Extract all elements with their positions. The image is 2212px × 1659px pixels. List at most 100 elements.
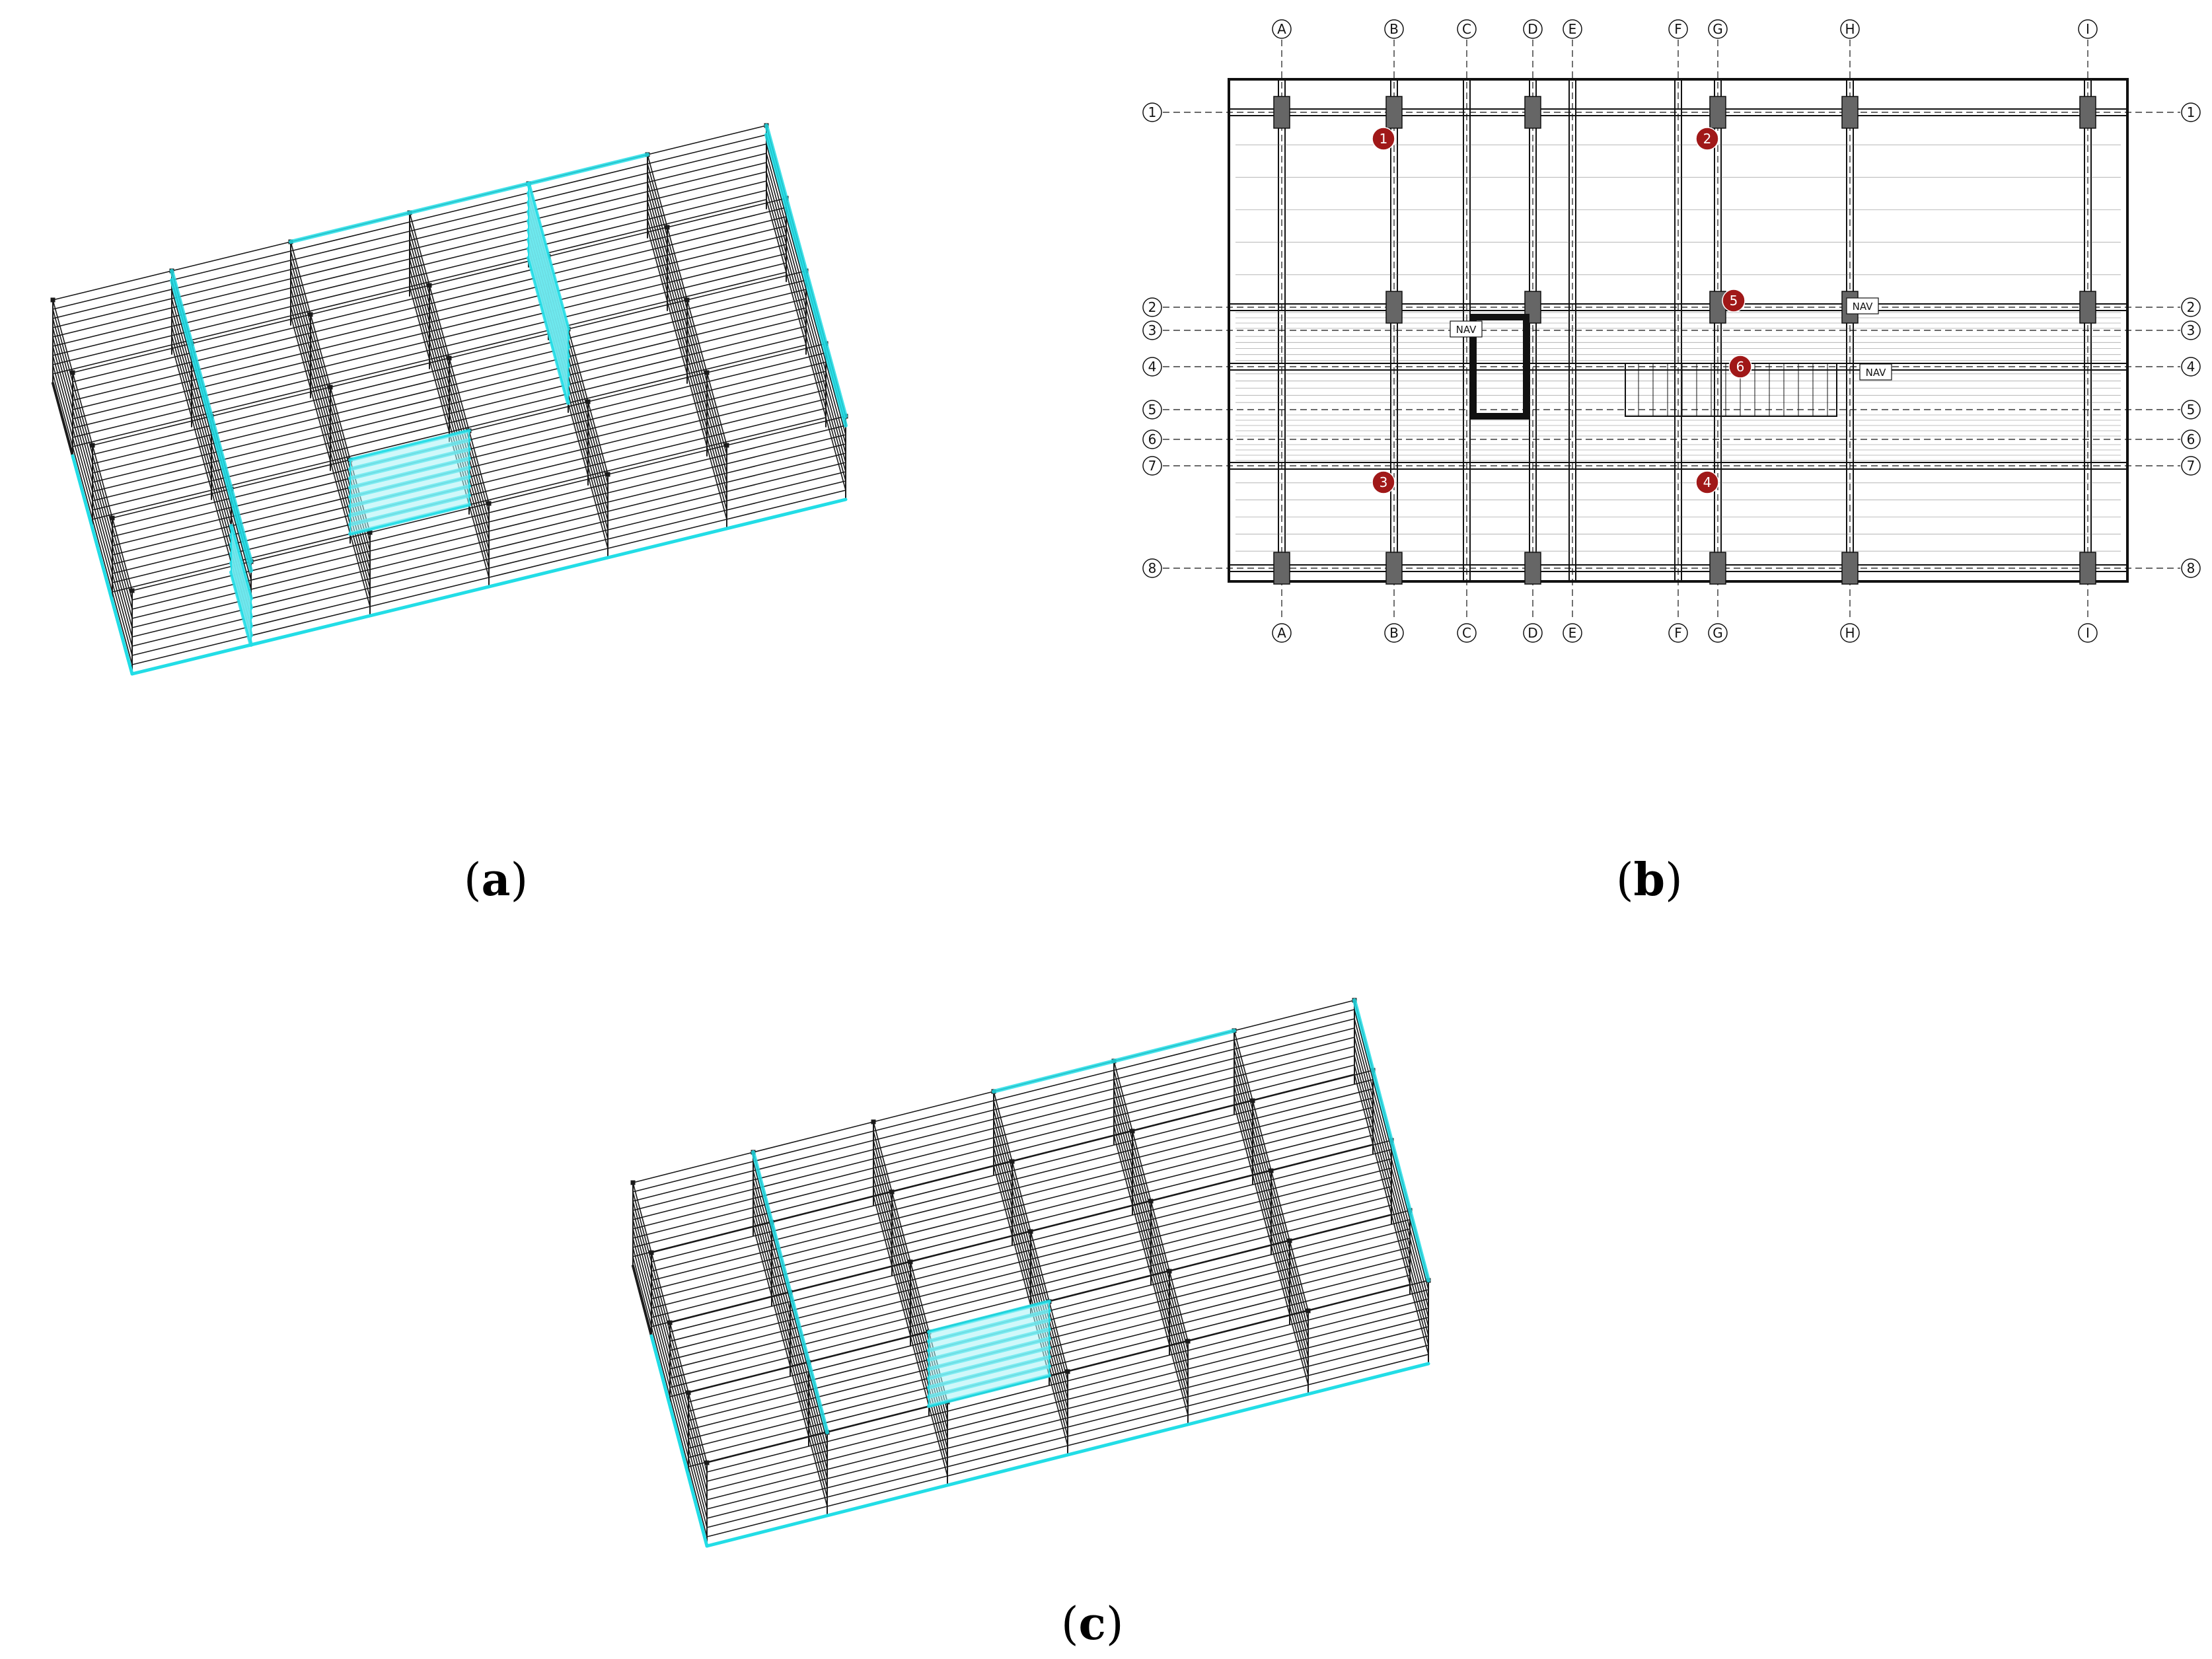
beam-line-x xyxy=(827,1466,948,1498)
beam-line-x xyxy=(686,279,807,310)
beam-line-x xyxy=(92,480,212,511)
beam-line-x xyxy=(1049,1289,1170,1321)
beam-line-x xyxy=(910,1277,1031,1309)
beam-line-y xyxy=(171,326,192,400)
grid-label-column: E xyxy=(1568,625,1577,641)
beam-line-y xyxy=(587,457,608,531)
beam-line-x xyxy=(1030,1200,1152,1232)
beam-line-y xyxy=(468,486,490,560)
grid-bubble-column xyxy=(1708,623,1728,643)
beam-line-y xyxy=(587,420,608,494)
beam-line-y xyxy=(409,258,430,332)
beam-line-y xyxy=(910,1280,930,1351)
beam-line-x xyxy=(790,1298,911,1330)
beam-line-x xyxy=(468,429,589,459)
beam-line-x xyxy=(771,1219,893,1251)
beam-line-x xyxy=(1308,1298,1429,1330)
beam-line-y xyxy=(651,1280,671,1351)
node-dot xyxy=(110,515,115,521)
grid-bubble-row xyxy=(1142,102,1162,122)
beam-line-x xyxy=(873,1156,994,1187)
grid-label-row: 1 xyxy=(2187,104,2195,120)
nav-label-box xyxy=(1846,297,1879,314)
beam-line-x xyxy=(1289,1237,1411,1269)
beam-line-x xyxy=(790,1317,911,1348)
beam-line-y xyxy=(706,409,727,483)
beam-line-x xyxy=(753,1130,874,1162)
beam-line-x xyxy=(528,209,648,240)
beam-line-x xyxy=(1169,1259,1290,1290)
beam-line-x xyxy=(706,1450,828,1482)
grid-bubble-row xyxy=(2181,558,2201,578)
beam-line-y xyxy=(766,143,787,217)
beam-line-x xyxy=(52,335,172,365)
beam-line-x xyxy=(651,1240,772,1272)
beam-line-y xyxy=(1252,1128,1272,1199)
marker-circle xyxy=(1728,355,1752,379)
beam-line-x xyxy=(568,327,688,357)
beam-line-x xyxy=(1150,1207,1272,1239)
beam-line-x xyxy=(231,487,351,517)
beam-line-x xyxy=(688,1426,809,1458)
beam-line-x xyxy=(790,1271,911,1302)
beam-line-x xyxy=(548,227,668,257)
beam-line-x xyxy=(250,569,371,599)
beam-line-x xyxy=(873,1137,994,1169)
beam-line-y xyxy=(72,418,93,492)
beam-line-y xyxy=(647,191,668,265)
beam-line-x xyxy=(1067,1368,1189,1400)
beam-line-x xyxy=(330,404,450,434)
beam-line-x xyxy=(1049,1317,1170,1348)
beam-line-x xyxy=(726,443,846,474)
beam-line-x xyxy=(72,398,192,429)
node-dot xyxy=(328,385,333,390)
beam-line-y xyxy=(112,554,133,628)
beam-line-x xyxy=(369,531,490,561)
beam-line-x xyxy=(92,453,212,483)
grid-bubble-row xyxy=(2181,456,2201,476)
beam-line-y xyxy=(72,427,93,501)
beam-line-y xyxy=(1234,1030,1253,1101)
beam-line-y xyxy=(706,427,727,501)
beam-line-x xyxy=(686,326,807,356)
beam-line-x xyxy=(688,1408,809,1440)
beam-line-x xyxy=(647,199,767,229)
beam-line-x xyxy=(290,268,410,298)
beam-line-y xyxy=(1289,1249,1309,1321)
beam-line-y xyxy=(669,1331,689,1403)
beam-line-x xyxy=(1012,1158,1133,1190)
beam-line-x xyxy=(1067,1415,1189,1446)
beam-line-y xyxy=(52,346,73,420)
beam-line-y xyxy=(771,1249,791,1321)
node-dot xyxy=(1028,1229,1033,1234)
node-dot xyxy=(585,399,591,404)
beam-line-x xyxy=(706,408,827,438)
beam-line-x xyxy=(647,153,767,183)
beam-line-y xyxy=(112,527,133,601)
beam-line-y xyxy=(310,342,331,416)
caption-b: (b) xyxy=(1616,854,1683,906)
beam-line-x xyxy=(1067,1359,1189,1391)
beam-line-y xyxy=(771,1231,791,1302)
beam-line-x xyxy=(688,1371,809,1403)
beam-line-x xyxy=(429,274,549,305)
beam-line-x xyxy=(1113,1058,1235,1089)
beam-line-y xyxy=(92,445,113,519)
beam-line-x xyxy=(808,1396,930,1428)
beam-line-y xyxy=(72,372,93,446)
grid-bubble-row xyxy=(2181,320,2201,340)
beam-line-x xyxy=(1252,1088,1374,1120)
beam-line-y xyxy=(805,289,827,363)
beam-line-y xyxy=(1132,1149,1152,1220)
beam-line-x xyxy=(92,425,212,455)
beam-line-y xyxy=(669,1387,689,1458)
beam-line-y xyxy=(52,373,73,447)
beam-line-x xyxy=(686,289,807,319)
nav-label: NAV xyxy=(1866,367,1887,379)
beam-line-x xyxy=(429,311,549,342)
beam-line-x xyxy=(1289,1228,1411,1260)
beam-line-y xyxy=(52,309,73,383)
beam-line-y xyxy=(753,1179,772,1251)
beam-line-x xyxy=(131,598,252,628)
